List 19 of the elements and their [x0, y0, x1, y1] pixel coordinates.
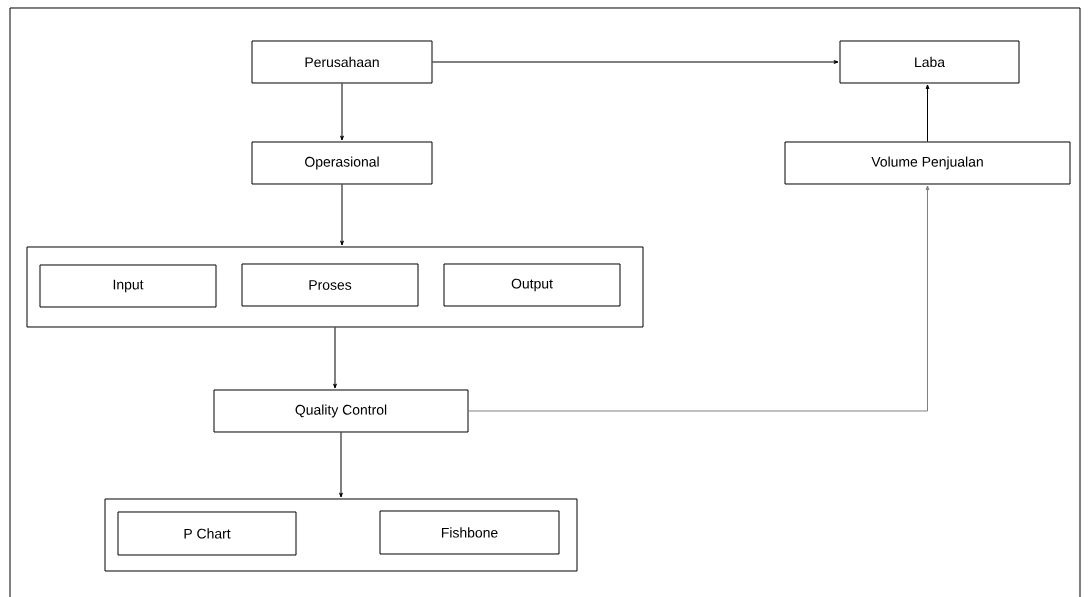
process-box: Volume Penjualan	[784, 141, 1071, 185]
arrow	[432, 60, 839, 64]
process-box: Fishbone	[379, 510, 560, 555]
arrow	[340, 83, 344, 141]
process-box: Quality Control	[213, 389, 469, 433]
arrow	[339, 432, 343, 498]
process-box: Perusahaan	[251, 40, 433, 84]
arrow	[925, 84, 930, 142]
process-box: Operasional	[251, 141, 433, 185]
arrow	[340, 184, 344, 246]
process-box: P Chart	[117, 511, 297, 556]
process-box: Input	[39, 264, 217, 308]
arrow	[468, 185, 930, 412]
group-box	[104, 498, 578, 572]
arrow	[333, 327, 337, 389]
process-box: Output	[443, 263, 621, 307]
process-box: Proses	[241, 263, 419, 307]
group-box	[26, 246, 644, 328]
process-box: Laba	[839, 40, 1020, 84]
